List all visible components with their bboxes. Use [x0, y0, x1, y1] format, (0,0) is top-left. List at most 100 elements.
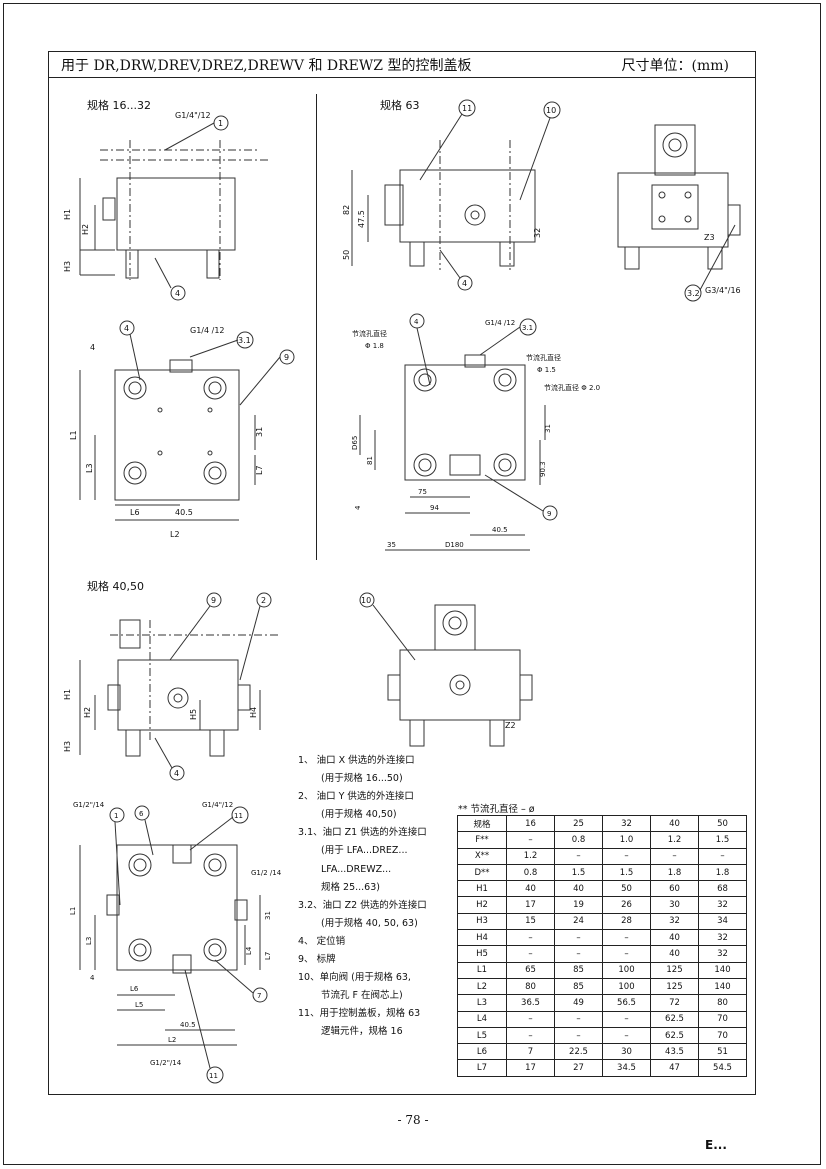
table-cell: – — [554, 847, 603, 865]
table-cell: 1.0 — [602, 831, 651, 849]
callout-3-1: 3.1 — [522, 324, 533, 332]
page-title: 用于 DR,DRW,DREV,DREZ,DREWV 和 DREWZ 型的控制盖板 — [61, 58, 472, 74]
table-cell: 40 — [506, 880, 555, 898]
table-row-label: D** — [457, 863, 507, 882]
dim-h1: H1 — [63, 209, 72, 220]
note-item: 3.1、油口 Z1 供选的外连接口 — [298, 827, 427, 839]
dim-l7: L7 — [255, 465, 264, 475]
table-cell: 36.5 — [506, 994, 555, 1012]
table-cell: 1.2 — [650, 831, 699, 849]
callout-9: 9 — [284, 353, 289, 362]
dim-h1: H1 — [63, 689, 72, 700]
callout-4: 4 — [124, 324, 129, 333]
page-border — [3, 3, 821, 1165]
port-label: G1/4"/12 — [175, 111, 211, 120]
note-item: (用于规格 16...50) — [321, 773, 403, 785]
note-item: 11、用于控制盖板，规格 63 — [298, 1008, 421, 1020]
table-cell: – — [506, 1026, 555, 1045]
note-item: (用于规格 40, 50, 63) — [321, 917, 418, 929]
table-cell: – — [506, 945, 555, 963]
dim-l2: L2 — [168, 1036, 176, 1044]
dim-l6: L6 — [130, 508, 140, 517]
table-cell: – — [698, 847, 747, 865]
table-row-label: X** — [457, 847, 507, 865]
dim-31: 31 — [255, 427, 264, 437]
table-cell: 28 — [602, 912, 651, 931]
table-cell: 51 — [698, 1043, 747, 1061]
table-row-label: H1 — [457, 880, 507, 898]
drawing-63-plan-view: 4 3.1 9 G1/4 /12 节流孔直径 Φ 1.8 节流孔直径 Φ 1.5… — [351, 315, 600, 560]
dim-l2: L2 — [170, 530, 180, 539]
table-cell: – — [650, 847, 699, 865]
dim-h4: H4 — [249, 707, 258, 718]
table-cell: 7 — [506, 1043, 555, 1061]
callout-11-b: 11 — [209, 1072, 218, 1080]
footer-mark: E... — [705, 1138, 727, 1152]
table-cell: 40 — [650, 814, 699, 833]
table-cell: 85 — [554, 977, 603, 996]
note-item: (用于 LFA...DREZ... — [321, 845, 408, 857]
port-label-3: G1/2 /14 — [251, 869, 282, 877]
callout-11: 11 — [462, 104, 472, 113]
callout-4: 4 — [414, 318, 419, 326]
callout-3-1: 3.1 — [238, 336, 251, 345]
orifice-note-2-value: Φ 1.5 — [537, 366, 556, 374]
callout-10: 10 — [546, 106, 556, 115]
port-label: G3/4"/16 — [705, 286, 741, 295]
table-cell: 60 — [650, 880, 699, 898]
table-cell: – — [506, 831, 555, 849]
table-cell: 1.8 — [650, 863, 699, 882]
dim-31: 31 — [544, 424, 552, 433]
table-cell: 1.8 — [698, 863, 747, 882]
table-cell: 26 — [602, 896, 651, 914]
table-cell: 54.5 — [698, 1059, 747, 1077]
callout-9: 9 — [211, 596, 216, 605]
table-cell: 47 — [650, 1059, 699, 1077]
table-cell: – — [602, 945, 651, 963]
dim-4: 4 — [354, 505, 362, 510]
table-cell: 65 — [506, 961, 555, 979]
table-cell: 32 — [698, 896, 747, 914]
table-caption: ** 节流孔直径 – ø — [458, 804, 535, 815]
table-row-label: 规格 — [457, 814, 507, 833]
table-row-label: L2 — [457, 977, 507, 996]
dim-4: 4 — [90, 343, 95, 352]
table-cell: 25 — [554, 814, 603, 833]
table-cell: 19 — [554, 896, 603, 914]
table-cell: 40 — [554, 880, 603, 898]
table-cell: 17 — [506, 896, 555, 914]
callout-6: 6 — [139, 810, 144, 818]
dim-l6: L6 — [130, 985, 139, 993]
dim-l4: L4 — [245, 946, 253, 955]
table-row-label: H4 — [457, 929, 507, 947]
dim-50: 50 — [342, 250, 351, 260]
port-label-2: G1/4"/12 — [202, 801, 233, 809]
table-cell: 56.5 — [602, 994, 651, 1012]
table-cell: – — [602, 1026, 651, 1045]
note-item: 10、单向阀 (用于规格 63, — [298, 972, 411, 984]
callout-9: 9 — [547, 510, 551, 518]
dim-81: 81 — [366, 456, 374, 465]
dim-l3: L3 — [85, 463, 94, 473]
dim-75: 75 — [418, 488, 427, 496]
table-cell: – — [554, 1026, 603, 1045]
drawing-16-32-plan-view: 4 3.1 9 G1/4 /12 4 L1 L3 L6 40.5 L2 31 L… — [69, 315, 310, 539]
notes-list: 1、 油口 X 供选的外连接口(用于规格 16...50)2、 油口 Y 供选的… — [298, 752, 458, 1042]
table-cell: 1.5 — [698, 831, 747, 849]
section-label-16-32: 规格 16...32 — [87, 99, 151, 112]
table-row-label: H2 — [457, 896, 507, 914]
table-cell: 50 — [602, 880, 651, 898]
orifice-note-1-value: Φ 1.8 — [365, 342, 384, 350]
table-cell: 1.2 — [506, 847, 555, 865]
note-item: 3.2、油口 Z2 供选的外连接口 — [298, 899, 427, 911]
